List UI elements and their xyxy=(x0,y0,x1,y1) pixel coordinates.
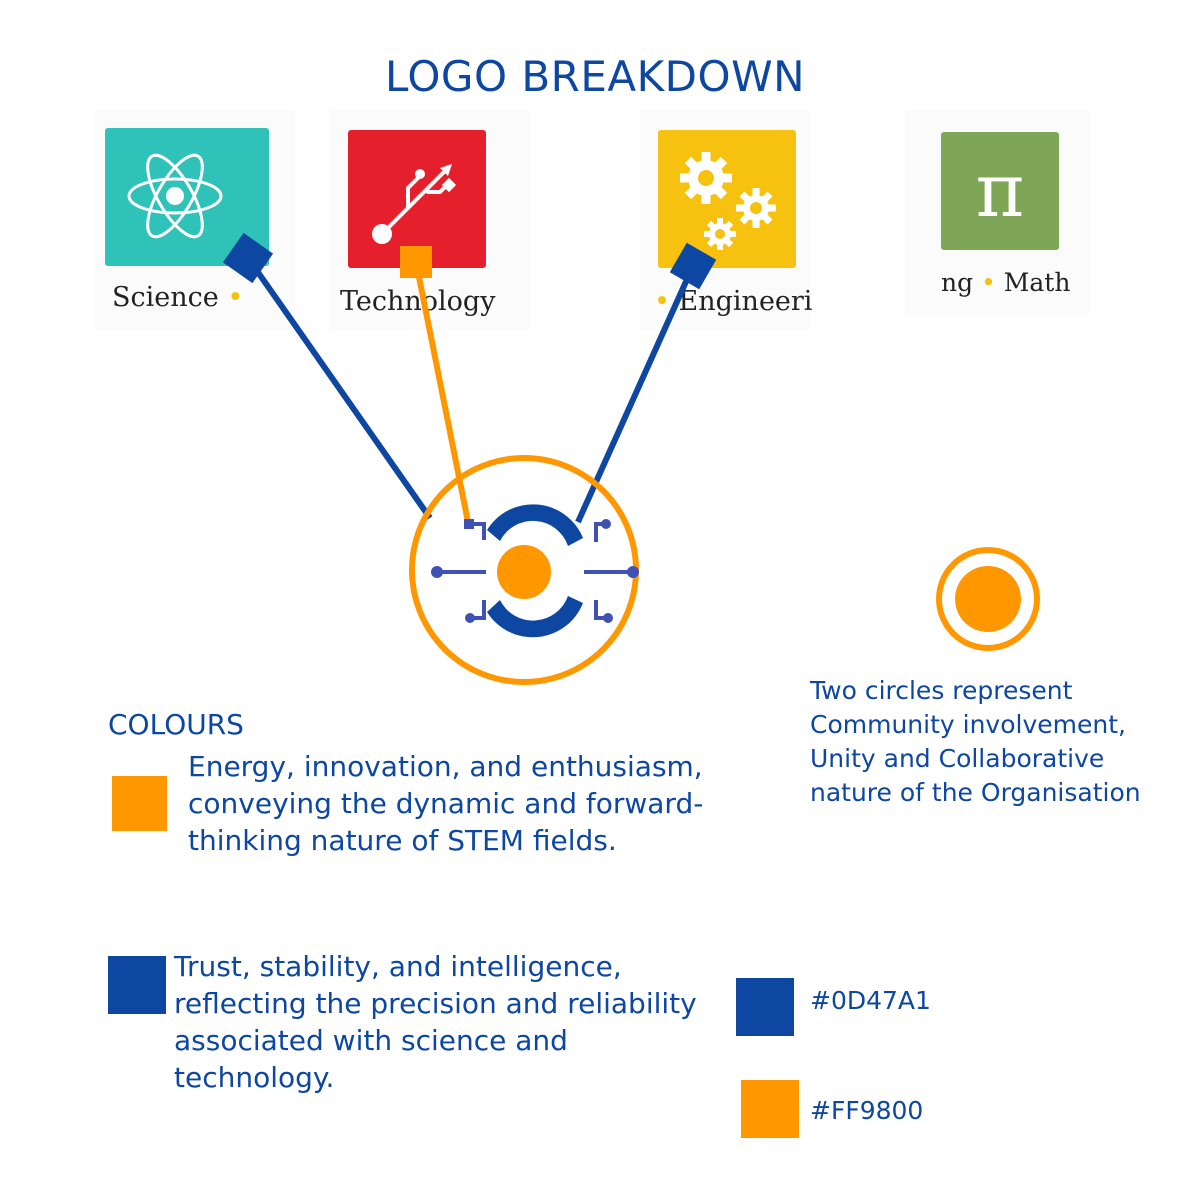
blue-meaning: Trust, stability, and intelligence, refl… xyxy=(174,950,697,1094)
page-title: LOGO BREAKDOWN xyxy=(384,52,806,101)
orange-meaning: Energy, innovation, and enthusiasm, conv… xyxy=(188,750,704,857)
lower-arc xyxy=(487,596,583,638)
palette-orange-swatch xyxy=(741,1080,799,1138)
bullet-dot: • xyxy=(654,286,670,317)
math-label: ng • Math xyxy=(941,268,1071,297)
two-circles-icon xyxy=(936,547,1040,651)
palette-blue-hex: #0D47A1 xyxy=(810,986,931,1015)
math-panel: π ng • Math xyxy=(905,110,1090,315)
connector-science xyxy=(222,232,433,520)
math-tile: π xyxy=(941,132,1059,250)
engineering-label: • Engineeri xyxy=(654,286,813,317)
colours-heading: COLOURS xyxy=(108,708,244,741)
technology-tile xyxy=(348,130,486,268)
engineering-tile xyxy=(658,130,796,268)
pi-icon: π xyxy=(975,148,1025,234)
palette-blue-swatch xyxy=(736,978,794,1036)
technology-panel: Technology xyxy=(330,110,530,330)
circles-description: Two circles represent Community involvem… xyxy=(810,676,1141,807)
palette-orange-hex: #FF9800 xyxy=(810,1096,924,1125)
orange-swatch xyxy=(112,776,167,831)
usb-icon xyxy=(372,164,457,244)
blue-swatch xyxy=(108,956,166,1014)
connector-engineering xyxy=(575,242,717,524)
bullet-dot: • xyxy=(981,268,996,297)
atom-icon xyxy=(127,153,223,239)
science-label: Science • xyxy=(112,282,244,313)
upper-arc xyxy=(487,504,583,546)
science-panel: Science • xyxy=(95,110,295,330)
organisation-logo xyxy=(409,455,639,685)
engineering-panel: • Engineeri xyxy=(640,110,813,330)
core-circle xyxy=(497,545,551,599)
technology-label: Technology xyxy=(340,286,496,317)
gears-icon xyxy=(680,152,776,250)
bullet-dot: • xyxy=(227,282,244,313)
